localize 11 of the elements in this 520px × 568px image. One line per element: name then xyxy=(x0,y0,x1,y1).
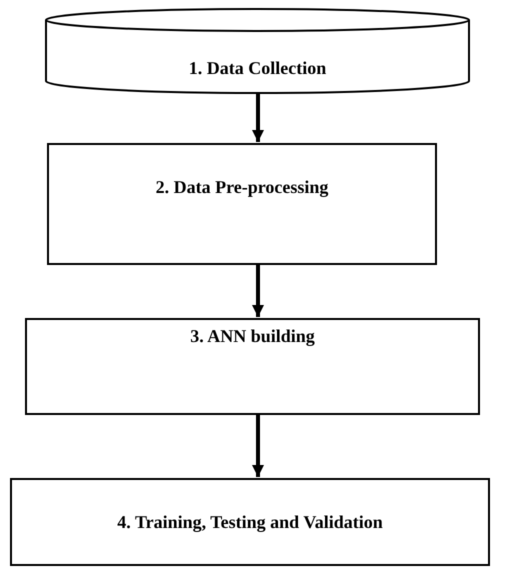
database-cylinder xyxy=(45,8,470,94)
process-box xyxy=(10,478,490,566)
arrow xyxy=(252,415,264,477)
step-label: 1. Data Collection xyxy=(188,57,328,80)
step-label: 3. ANN building xyxy=(189,325,316,348)
arrow xyxy=(252,94,264,142)
process-box xyxy=(47,143,437,265)
step-label: 2. Data Pre-processing xyxy=(154,176,330,199)
arrow xyxy=(252,265,264,317)
step-label: 4. Training, Testing and Validation xyxy=(116,511,384,534)
process-box xyxy=(25,318,480,415)
